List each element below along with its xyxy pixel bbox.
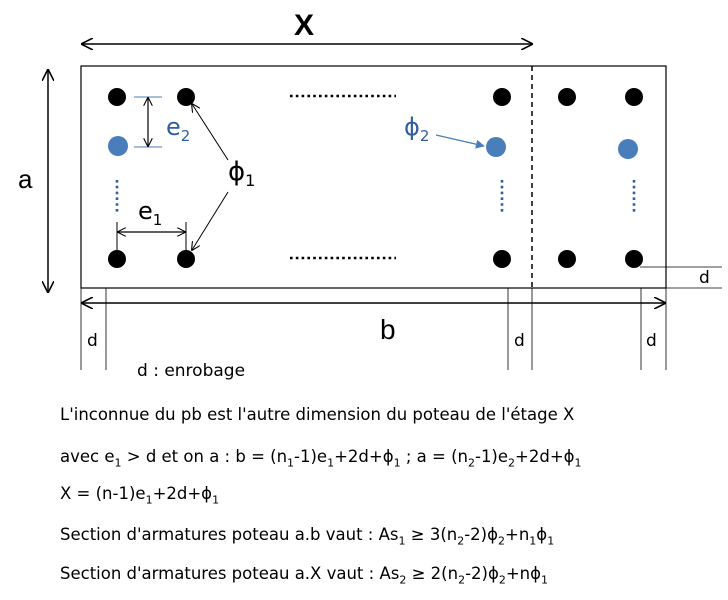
label-phi2-main: ϕ	[404, 113, 420, 141]
note-text: -2)ϕ	[464, 525, 498, 544]
note-text: ; a = (n	[400, 447, 468, 466]
rebar-phi1	[177, 250, 195, 268]
legend-cover: d : enrobage	[137, 361, 246, 381]
note-subscript: 1	[327, 456, 335, 470]
note-text: Section d'armatures poteau a.X vaut : As	[60, 564, 400, 583]
note-subscript: 1	[529, 534, 537, 548]
note-subscript: 1	[574, 456, 582, 470]
label-phi2: ϕ2	[404, 113, 429, 143]
note-text: +nϕ	[505, 564, 542, 583]
note-text: Section d'armatures poteau a.b vaut : As	[60, 525, 399, 544]
label-d-side: d	[699, 268, 710, 288]
note-subscript: 1	[547, 534, 555, 548]
note-subscript: 1	[145, 493, 153, 507]
label-e1-sub: 1	[152, 210, 163, 229]
label-d-left: d	[87, 331, 98, 351]
rebar-phi2	[108, 136, 128, 156]
note-subscript: 1	[287, 456, 295, 470]
rebar-phi2	[618, 139, 638, 159]
note-subscript: 2	[399, 573, 407, 587]
note-subscript: 2	[458, 573, 466, 587]
note-text: ≥ 2(n	[406, 564, 459, 583]
phi1-pointer-bottom	[192, 191, 229, 250]
rebar-phi1	[493, 88, 511, 106]
rebar-phi1	[493, 250, 511, 268]
note-subscript: 2	[467, 456, 475, 470]
note-text: -2)ϕ	[465, 564, 499, 583]
note-text: +2d+ϕ	[152, 484, 213, 503]
rebar-phi1	[177, 88, 195, 106]
note-subscript: 2	[457, 534, 465, 548]
note-text: +n	[505, 525, 530, 544]
note-subscript: 2	[498, 534, 505, 548]
label-d-middle: d	[514, 331, 525, 351]
label-e1-main: e	[138, 197, 153, 225]
label-phi1: ϕ1	[228, 157, 255, 189]
rebar-phi1	[108, 88, 126, 106]
note-subscript: 2	[508, 456, 516, 470]
rebar-phi1	[558, 88, 576, 106]
note-line-1: L'inconnue du pb est l'autre dimension d…	[60, 405, 575, 424]
note-subscript: 1	[212, 493, 220, 507]
note-text: -1)e	[294, 447, 328, 466]
rebar-phi1	[558, 250, 576, 268]
note-line-5: Section d'armatures poteau a.X vaut : As…	[60, 564, 549, 587]
column-outline	[80, 65, 667, 289]
note-line-2: avec e1 > d et on a : b = (n1-1)e1+2d+ϕ1…	[60, 447, 582, 470]
label-b: b	[380, 314, 396, 345]
note-subscript: 2	[498, 573, 506, 587]
label-phi2-sub: 2	[419, 126, 430, 145]
note-text: ϕ	[536, 525, 548, 544]
rebar-phi1	[625, 250, 643, 268]
note-line-4: Section d'armatures poteau a.b vaut : As…	[60, 525, 555, 548]
rebar-phi2	[486, 137, 506, 157]
note-text: > d et on a : b = (n	[121, 447, 288, 466]
note-subscript: 1	[541, 573, 549, 587]
note-text: +2d+ϕ	[334, 447, 394, 466]
phi1-pointer-top	[192, 104, 229, 161]
note-subscript: 1	[114, 456, 122, 470]
note-text: ≥ 3(n	[405, 525, 458, 544]
note-line-3: X = (n-1)e1+2d+ϕ1	[60, 484, 220, 507]
label-a: a	[18, 164, 33, 194]
note-text: avec e	[60, 447, 115, 466]
note-text: +2d+ϕ	[515, 447, 575, 466]
rebar-phi1	[625, 88, 643, 106]
label-phi1-main: ϕ	[228, 157, 246, 187]
rebar-phi1	[108, 250, 126, 268]
phi2-pointer	[435, 134, 485, 149]
label-e2-main: e	[166, 113, 181, 141]
note-text: X = (n-1)e	[60, 484, 146, 503]
label-x: X	[294, 9, 315, 42]
note-subscript: 1	[393, 456, 401, 470]
label-e2-sub: 2	[180, 126, 191, 145]
label-e2: e2	[166, 113, 190, 143]
label-e1: e1	[138, 197, 162, 227]
label-phi1-sub: 1	[245, 171, 256, 191]
label-d-right: d	[646, 331, 657, 351]
note-text: -1)e	[474, 447, 509, 466]
note-subscript: 1	[398, 534, 406, 548]
